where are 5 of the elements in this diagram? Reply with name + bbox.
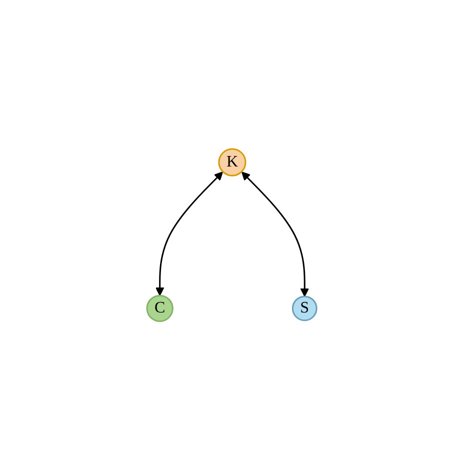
arrow	[242, 172, 310, 298]
node-circle: K	[218, 148, 246, 177]
node-circle: C	[146, 295, 174, 322]
arrow	[156, 172, 224, 296]
node-circle: S	[292, 296, 318, 322]
